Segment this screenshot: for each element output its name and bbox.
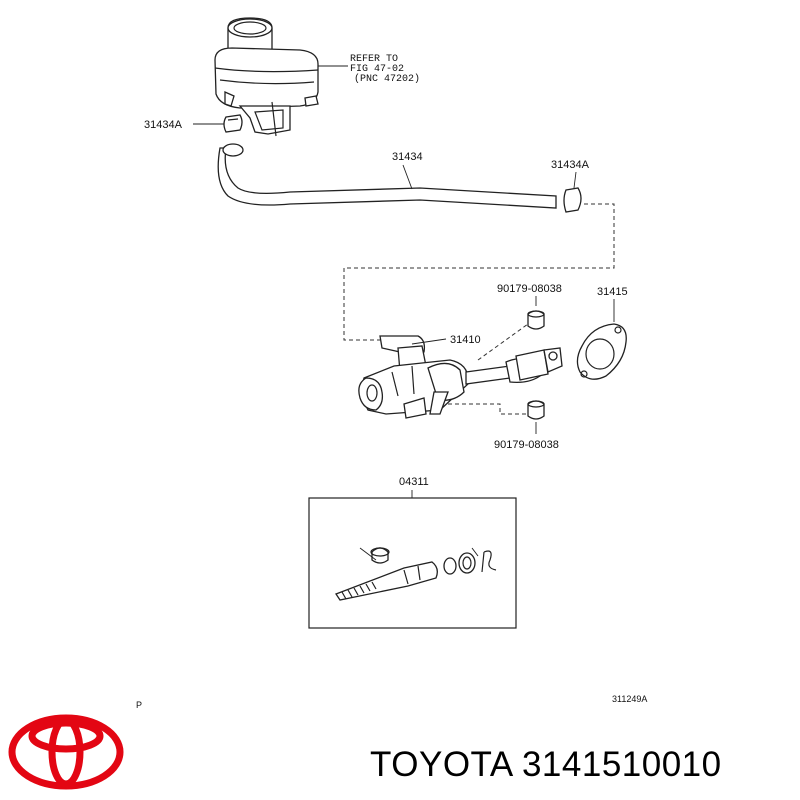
repair-kit-box	[308, 497, 517, 629]
reservoir-hose	[217, 143, 557, 209]
corner-code-right: 311249A	[612, 694, 647, 704]
label-clip-left: 31434A	[144, 119, 183, 131]
label-bolt-bottom: 90179-08038	[494, 439, 559, 451]
routing-dashes	[343, 203, 615, 341]
refer-note-line2: FIG 47-02	[350, 64, 404, 75]
bolt-top	[527, 310, 545, 330]
label-gasket: 31415	[597, 286, 628, 298]
clutch-master-cylinder	[358, 335, 563, 419]
label-bolt-top: 90179-08038	[497, 283, 562, 295]
toyota-logo-icon	[8, 714, 124, 790]
label-hose: 31434	[392, 151, 423, 163]
corner-code-left: P	[136, 700, 142, 710]
label-cylinder: 31410	[450, 334, 481, 346]
label-kit: 04311	[399, 476, 429, 488]
bolt-bottom	[527, 400, 545, 420]
reservoir-tank	[214, 17, 319, 137]
gasket	[576, 323, 627, 380]
label-clip-right: 31434A	[551, 159, 590, 171]
brand-part-number: TOYOTA 3141510010	[370, 745, 722, 784]
refer-note-line3: (PNC 47202)	[354, 73, 420, 85]
repair-kit-parts	[335, 547, 497, 601]
hose-clip-right	[563, 187, 582, 213]
hose-clip-left	[223, 114, 243, 133]
refer-note-line1: REFER TO	[350, 54, 398, 65]
